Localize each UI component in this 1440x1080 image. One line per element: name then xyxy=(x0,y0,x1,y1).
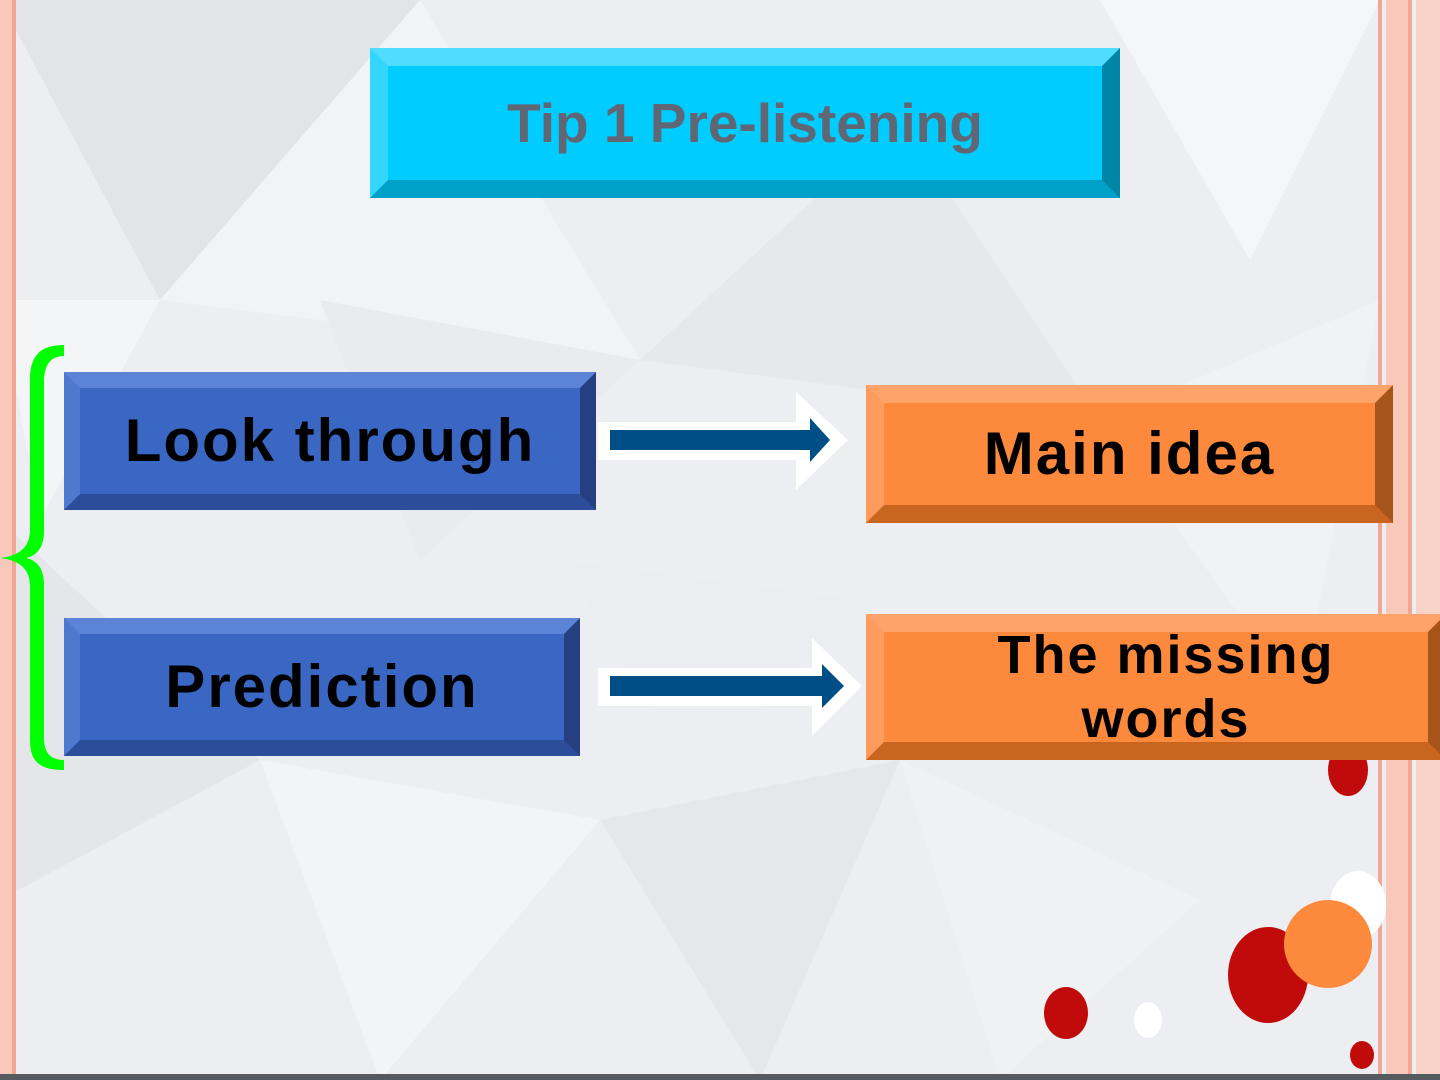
look-through-label: Look through xyxy=(124,407,536,474)
missing-words-label: The missing words xyxy=(997,625,1335,749)
prediction-box: Prediction xyxy=(64,618,580,756)
look-through-box: Look through xyxy=(64,372,596,510)
slide-title: Tip 1 Pre-listening xyxy=(507,92,983,154)
prediction-label: Prediction xyxy=(165,653,479,720)
title-box: Tip 1 Pre-listening xyxy=(370,48,1120,198)
missing-words-box: The missing words xyxy=(866,614,1440,760)
main-idea-label: Main idea xyxy=(983,420,1276,487)
main-idea-box: Main idea xyxy=(866,385,1393,523)
